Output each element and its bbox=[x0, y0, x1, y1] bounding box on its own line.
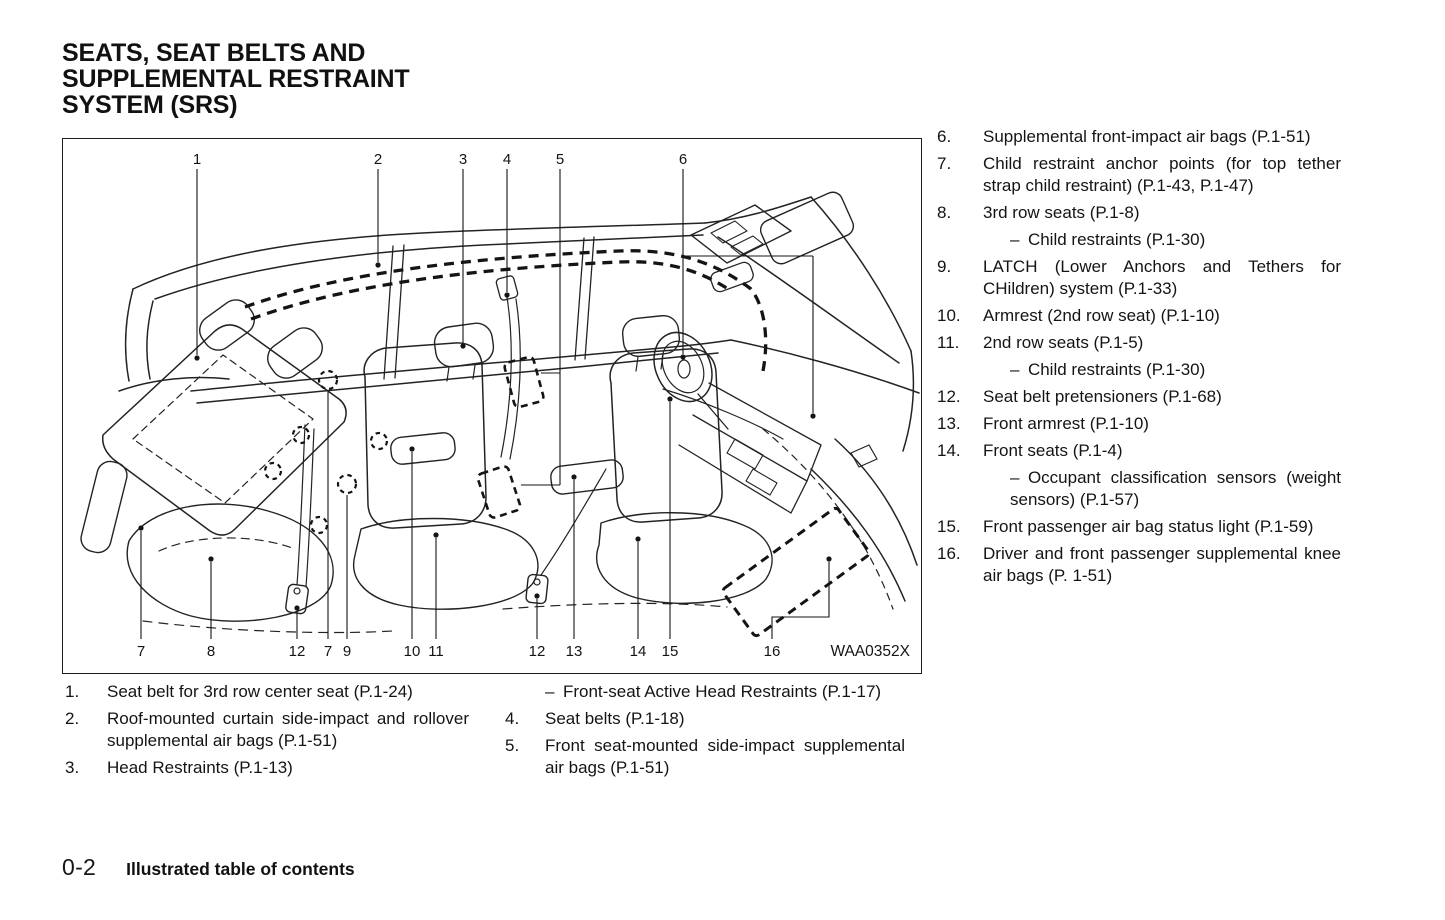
legend-item-number: 5. bbox=[505, 736, 520, 755]
legend-item-text: Front seat-mounted side-impact supplemen… bbox=[545, 736, 905, 777]
toc-item: 10. Armrest (2nd row seat) (P.1-10) bbox=[937, 305, 1341, 327]
toc-subitem: – Child restraints (P.1-30) bbox=[1010, 360, 1206, 379]
callout-number: 16 bbox=[764, 643, 781, 660]
toc-item-text: Driver and front passenger supplemental … bbox=[983, 544, 1341, 585]
toc-item-text: Supplemental front-impact air bags (P.1-… bbox=[983, 127, 1311, 146]
diagram-callout-numbers: 1 2 3 4 5 6 7 8 12 7 9 10 11 12 13 14 15… bbox=[137, 151, 911, 660]
toc-item-number: 10. bbox=[937, 306, 961, 325]
legend-item: 2. Roof-mounted curtain side-impact and r… bbox=[65, 708, 469, 752]
toc-item-number: 11. bbox=[937, 333, 960, 352]
toc-item: 16. Driver and front passenger supplement… bbox=[937, 543, 1341, 587]
page-title: SEATS, SEAT BELTS AND SUPPLEMENTAL RESTR… bbox=[62, 39, 410, 119]
toc-item-number: 8. bbox=[937, 203, 952, 222]
legend-item-number: 1. bbox=[65, 682, 80, 701]
airbag-zone-markers bbox=[476, 355, 871, 638]
toc-item: 15. Front passenger air bag status light … bbox=[937, 516, 1341, 538]
curtain-airbag-dashed-line bbox=[244, 249, 768, 372]
legend-item-text: Seat belt for 3rd row center seat (P.1-2… bbox=[107, 682, 413, 701]
callout-number: 14 bbox=[630, 643, 647, 660]
toc-item: 9. LATCH (Lower Anchors and Tethers for C… bbox=[937, 256, 1341, 300]
legend-subitem: – Front-seat Active Head Restraints (P.1… bbox=[505, 681, 905, 703]
toc-item-text: LATCH (Lower Anchors and Tethers for CHi… bbox=[983, 257, 1341, 298]
legend-item: 1. Seat belt for 3rd row center seat (P.1… bbox=[65, 681, 469, 703]
callout-number: 2 bbox=[374, 151, 382, 168]
legend-item-number: 2. bbox=[65, 709, 80, 728]
toc-item-text: 3rd row seats (P.1-8) bbox=[983, 203, 1140, 222]
toc-item-text: Seat belt pretensioners (P.1-68) bbox=[983, 387, 1222, 406]
legend-item: 5. Front seat-mounted side-impact supplem… bbox=[505, 735, 905, 779]
callout-number: 15 bbox=[662, 643, 679, 660]
toc-item-number: 9. bbox=[937, 257, 952, 276]
toc-right-column: 6. Supplemental front-impact air bags (P.… bbox=[937, 126, 1341, 592]
legend-left-column: 1. Seat belt for 3rd row center seat (P.1… bbox=[65, 681, 469, 784]
toc-item-text: Front passenger air bag status light (P.… bbox=[983, 517, 1314, 536]
callout-number: 6 bbox=[679, 151, 687, 168]
toc-subitem: – Occupant classification sensors (weigh… bbox=[1010, 468, 1341, 509]
toc-item-number: 13. bbox=[937, 414, 961, 433]
legend-item-number: 3. bbox=[65, 758, 80, 777]
legend-item: 4. Seat belts (P.1-18) bbox=[505, 708, 905, 730]
page-title-line: SYSTEM (SRS) bbox=[62, 91, 238, 119]
callout-number: 9 bbox=[343, 643, 351, 660]
legend-item-text: – Front-seat Active Head Restraints (P.1… bbox=[545, 682, 882, 701]
toc-item-number: 15. bbox=[937, 517, 961, 536]
toc-item-text: Front armrest (P.1-10) bbox=[983, 414, 1149, 433]
callout-number: 7 bbox=[137, 643, 145, 660]
legend-item-text: Head Restraints (P.1-13) bbox=[107, 758, 293, 777]
callout-number: 12 bbox=[529, 643, 546, 660]
legend-item-number: 4. bbox=[505, 709, 520, 728]
callout-number: 5 bbox=[556, 151, 564, 168]
callout-number: 11 bbox=[428, 643, 444, 660]
footer-section-title: Illustrated table of contents bbox=[126, 859, 355, 879]
figure-code: WAA0352X bbox=[830, 643, 910, 660]
legend-item-text: Seat belts (P.1-18) bbox=[545, 709, 685, 728]
callout-number: 12 bbox=[289, 643, 306, 660]
page-number: 0-2 bbox=[62, 854, 97, 880]
toc-item: 13. Front armrest (P.1-10) bbox=[937, 413, 1341, 435]
page-footer: 0-2 Illustrated table of contents bbox=[62, 854, 355, 881]
toc-item-text: Front seats (P.1-4) bbox=[983, 441, 1123, 460]
vehicle-interior-illustration bbox=[80, 191, 920, 634]
toc-item-text: 2nd row seats (P.1-5) bbox=[983, 333, 1144, 352]
toc-item-number: 14. bbox=[937, 441, 961, 460]
toc-item: 7. Child restraint anchor points (for top… bbox=[937, 153, 1341, 197]
toc-item: 8. 3rd row seats (P.1-8) – Child restrain… bbox=[937, 202, 1341, 251]
diagram-leader-dots bbox=[138, 262, 832, 611]
toc-item: 6. Supplemental front-impact air bags (P.… bbox=[937, 126, 1341, 148]
toc-item: 14. Front seats (P.1-4) – Occupant classi… bbox=[937, 440, 1341, 511]
callout-number: 4 bbox=[503, 151, 511, 168]
callout-number: 10 bbox=[404, 643, 421, 660]
callout-number: 1 bbox=[193, 151, 201, 168]
callout-number: 3 bbox=[459, 151, 467, 168]
toc-subitem: – Child restraints (P.1-30) bbox=[1010, 230, 1206, 249]
callout-number: 8 bbox=[207, 643, 215, 660]
toc-item-text: Armrest (2nd row seat) (P.1-10) bbox=[983, 306, 1220, 325]
legend-item: 3. Head Restraints (P.1-13) bbox=[65, 757, 469, 779]
toc-item-number: 6. bbox=[937, 127, 952, 146]
legend-middle-column: – Front-seat Active Head Restraints (P.1… bbox=[505, 681, 905, 784]
callout-number: 13 bbox=[566, 643, 583, 660]
toc-item-number: 12. bbox=[937, 387, 961, 406]
toc-item-number: 16. bbox=[937, 544, 961, 563]
page-title-line: SUPPLEMENTAL RESTRAINT bbox=[62, 65, 410, 93]
diagram-leader-lines bbox=[140, 169, 830, 639]
toc-item-number: 7. bbox=[937, 154, 952, 173]
callout-number: 7 bbox=[324, 643, 332, 660]
page-title-line: SEATS, SEAT BELTS AND bbox=[62, 39, 366, 67]
vehicle-interior-figure: 1 2 3 4 5 6 7 8 12 7 9 10 11 12 13 14 15… bbox=[62, 138, 922, 674]
anchor-point-markers bbox=[263, 369, 389, 535]
toc-item: 12. Seat belt pretensioners (P.1-68) bbox=[937, 386, 1341, 408]
toc-item: 11. 2nd row seats (P.1-5) – Child restrai… bbox=[937, 332, 1341, 381]
legend-item-text: Roof-mounted curtain side-impact and rol… bbox=[107, 709, 469, 750]
vehicle-interior-svg: 1 2 3 4 5 6 7 8 12 7 9 10 11 12 13 14 15… bbox=[80, 151, 920, 660]
toc-item-text: Child restraint anchor points (for top t… bbox=[983, 154, 1341, 195]
